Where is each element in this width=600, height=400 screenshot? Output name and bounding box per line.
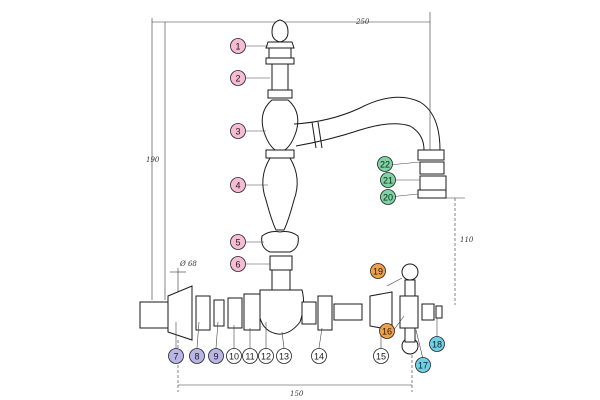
callout-14: 14 <box>311 348 327 364</box>
callout-3: 3 <box>230 123 246 139</box>
callout-17: 17 <box>415 357 431 373</box>
callout-label: 10 <box>229 352 239 362</box>
right-valve-assembly <box>301 263 443 355</box>
callout-label: 6 <box>235 260 240 270</box>
callout-10: 10 <box>226 348 242 364</box>
left-handle-assembly <box>139 285 261 341</box>
dimension-lines <box>151 12 465 392</box>
callout-label: 16 <box>382 327 392 337</box>
callout-16: 16 <box>379 323 395 339</box>
faucet-body <box>259 19 305 335</box>
callout-bubble <box>230 234 246 250</box>
callout-label: 17 <box>418 361 428 371</box>
callout-label: 14 <box>314 352 324 362</box>
callout-label: 15 <box>376 352 386 362</box>
callout-label: 4 <box>235 181 240 191</box>
dim-spout-height: 110 <box>460 236 474 244</box>
callout-bubble <box>226 348 242 364</box>
callout-bubble <box>189 348 205 364</box>
callout-bubble <box>230 256 246 272</box>
dim-height: 190 <box>146 156 160 164</box>
callout-label: 9 <box>213 352 218 362</box>
callout-bubble <box>230 70 246 86</box>
callout-label: 12 <box>261 352 271 362</box>
callout-bubble <box>258 348 274 364</box>
callout-label: 21 <box>383 176 393 186</box>
callout-label: 2 <box>235 74 240 84</box>
callout-label: 1 <box>235 42 240 52</box>
callout-bubble <box>415 357 431 373</box>
callout-20: 20 <box>380 189 396 205</box>
callout-bubble <box>208 348 224 364</box>
callout-19: 19 <box>370 263 386 279</box>
callout-bubble <box>230 123 246 139</box>
callout-label: 3 <box>235 127 240 137</box>
callout-bubble <box>230 177 246 193</box>
spout <box>293 96 447 199</box>
callout-bubble <box>380 189 396 205</box>
callout-bubble <box>230 38 246 54</box>
callout-7: 7 <box>168 348 184 364</box>
callout-11: 11 <box>242 348 258 364</box>
callout-bubble <box>429 336 445 352</box>
callout-9: 9 <box>208 348 224 364</box>
dim-base-width: 150 <box>290 390 304 398</box>
callout-label: 20 <box>383 193 393 203</box>
callout-bubble <box>370 263 386 279</box>
leader-lines <box>175 45 438 360</box>
callout-bubble <box>380 172 396 188</box>
callout-1: 1 <box>230 38 246 54</box>
callout-bubble <box>379 323 395 339</box>
callout-5: 5 <box>230 234 246 250</box>
callout-label: 22 <box>380 160 390 170</box>
callout-label: 7 <box>173 352 178 362</box>
callout-2: 2 <box>230 70 246 86</box>
callout-label: 8 <box>194 352 199 362</box>
callout-13: 13 <box>276 348 292 364</box>
callout-bubble <box>276 348 292 364</box>
callout-bubble <box>168 348 184 364</box>
callout-21: 21 <box>380 172 396 188</box>
callout-label: 18 <box>432 340 442 350</box>
callout-12: 12 <box>258 348 274 364</box>
callout-label: 19 <box>373 267 383 277</box>
callout-label: 5 <box>235 238 240 248</box>
callout-label: 13 <box>279 352 289 362</box>
callout-15: 15 <box>373 348 389 364</box>
callout-22: 22 <box>377 156 393 172</box>
callout-bubble <box>377 156 393 172</box>
dim-overall-width: 250 <box>355 18 370 26</box>
callout-bubble <box>311 348 327 364</box>
callout-label: 11 <box>245 352 254 362</box>
callout-8: 8 <box>189 348 205 364</box>
callout-4: 4 <box>230 177 246 193</box>
callout-6: 6 <box>230 256 246 272</box>
callout-18: 18 <box>429 336 445 352</box>
callout-bubble <box>373 348 389 364</box>
callout-bubble <box>242 348 258 364</box>
dim-diameter: Ø 68 <box>179 260 197 268</box>
